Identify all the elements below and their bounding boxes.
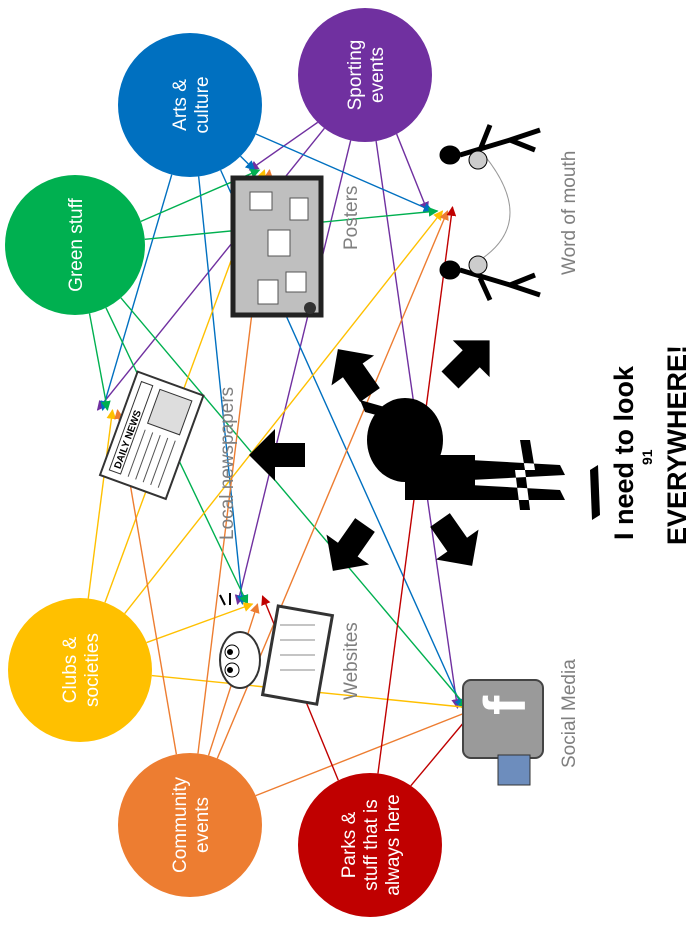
circle-shape [118,33,262,177]
arrow-to-word-icon [441,340,490,389]
arrow-to-newspapers-icon [249,429,305,481]
circle-green: Green stuff [5,175,145,315]
circle-label-line: events [367,47,388,103]
label-websites: Websites [341,622,362,700]
connection-green-to-social [120,297,469,709]
facebook-like-icon: f [462,679,544,786]
circle-shape [118,753,262,897]
connection-clubs-to-newspapers [87,409,117,599]
connection-arts-to-posters [240,155,256,171]
facebook-f-glyph: f [473,695,538,715]
label-posters: Posters [341,186,362,250]
arrow-to-websites-icon [326,518,375,571]
circle-shape [5,175,145,315]
circle-label-line: Sporting [345,40,366,111]
page-number: 91 [639,449,655,465]
circle-label-line: Community [170,776,191,873]
circle-clubs: Clubs &societies [8,598,152,742]
person-figure-icon [360,398,600,520]
connection-clubs-to-websites [146,602,254,644]
posters-board [230,175,324,318]
connection-sporting-to-word [395,133,429,212]
circle-label-line: always here [383,794,404,895]
circle-label-line: Parks & [339,811,360,878]
circle-label-line: culture [192,76,213,133]
circle-shape [298,773,442,917]
connection-arts-to-word [255,133,434,212]
connection-sporting-to-newspapers [96,127,325,411]
label-social-media: Social Media [559,659,580,768]
circle-arts: Arts &culture [118,33,262,177]
connection-green-to-newspapers [88,313,111,411]
newspaper-icon: DAILY NEWS [98,370,205,501]
title-line-2: EVERYWHERE! [662,345,692,545]
connection-sporting-to-websites [234,140,352,605]
arrow-to-posters-icon [331,349,380,402]
circle-label-line: events [192,797,213,853]
label-local-newspapers: Local newspapers [217,387,238,540]
connection-arts-to-websites [197,176,247,605]
circle-label-line: stuff that is [361,799,382,891]
circle-label-line: societies [82,633,103,707]
connection-clubs-to-word [124,210,444,614]
connection-arts-to-newspapers [100,174,173,411]
word-of-mouth-figures [439,124,541,302]
label-word-of-mouth: Word of mouth [559,151,580,275]
arrow-to-social-icon [430,513,479,566]
circle-shape [298,8,432,142]
circle-label-line: Arts & [170,79,191,131]
connection-community-to-social [255,706,479,797]
circle-label-line: Clubs & [60,636,81,703]
title-line-1: I need to look [609,365,639,540]
circle-label-line: Green stuff [66,197,87,291]
circle-shape [8,598,152,742]
laptop-icon [219,593,335,706]
direction-arrows [249,340,490,571]
